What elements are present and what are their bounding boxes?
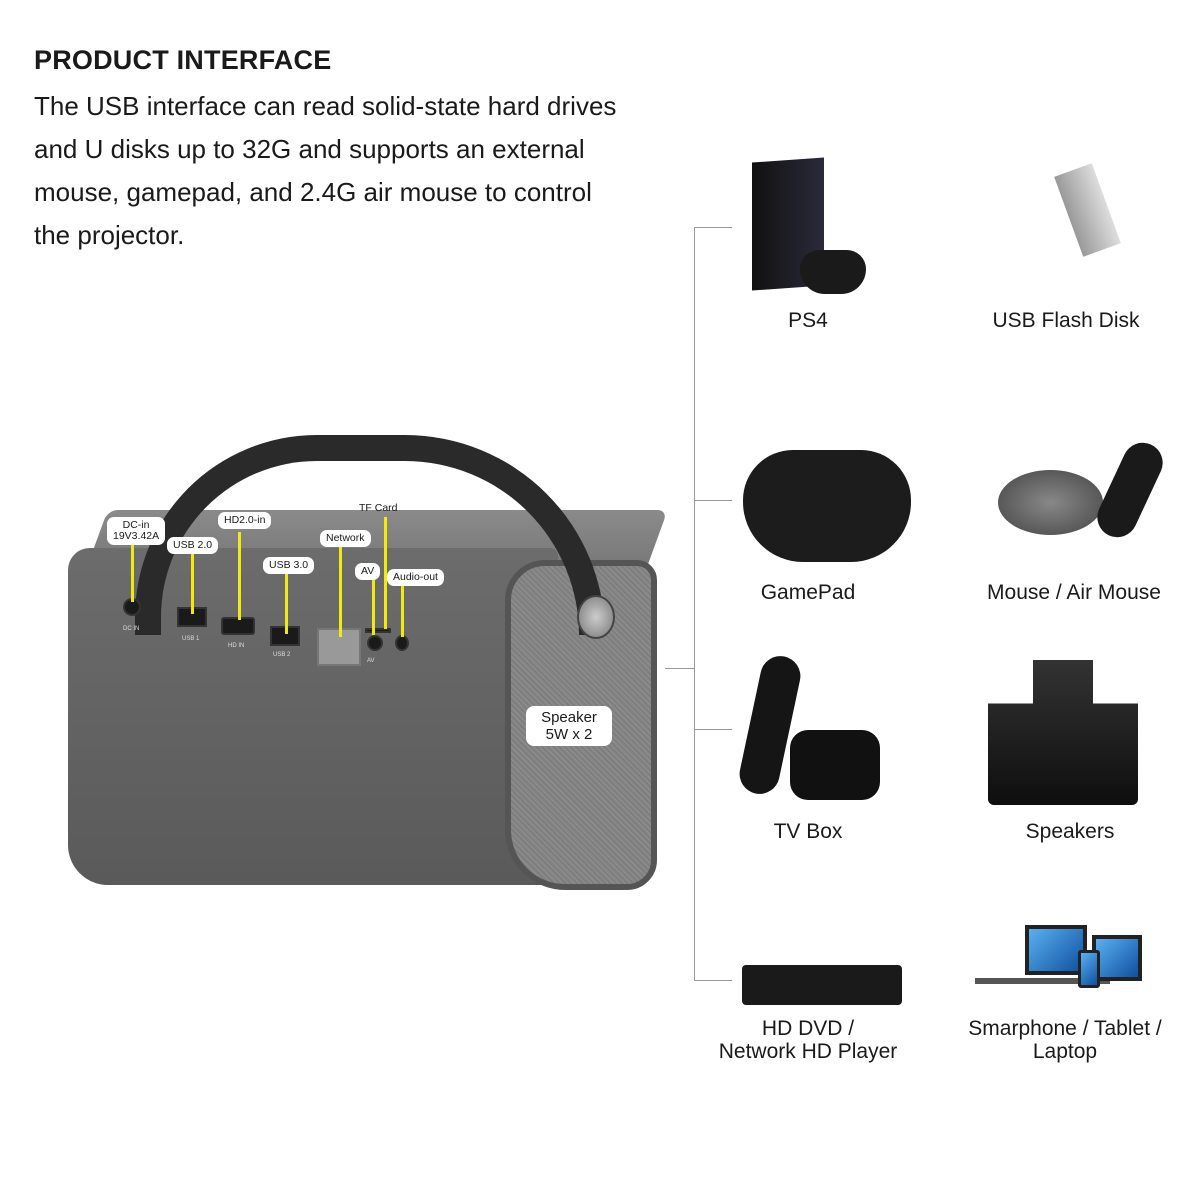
gamepad-icon: [743, 450, 911, 562]
bracket-tick: [694, 729, 732, 730]
dvd-player-icon: [742, 965, 902, 1005]
av-port: [367, 635, 383, 651]
device-label-tv-box: TV Box: [773, 820, 843, 843]
handle-knob: [577, 595, 615, 639]
description: The USB interface can read solid-state h…: [34, 91, 617, 250]
device-label-dvd-player: HD DVD / Network HD Player: [718, 1017, 898, 1063]
smartphone-icon: [1078, 950, 1100, 988]
mouse-icon: [998, 470, 1103, 535]
laptop-base-icon: [975, 978, 1110, 984]
audio-port: [395, 635, 409, 651]
air-mouse-icon: [1090, 436, 1170, 544]
label-tf-card: TF Card: [359, 502, 398, 514]
device-label-usb-flash-disk: USB Flash Disk: [992, 309, 1140, 332]
connector-line: [665, 668, 695, 669]
callout-line: [131, 542, 134, 602]
label-network: Network: [320, 530, 371, 547]
label-audio-out: Audio-out: [387, 569, 444, 586]
av-print: AV: [367, 658, 375, 664]
callout-line: [401, 582, 404, 637]
bracket-line: [694, 227, 695, 981]
label-dc-in: DC-in 19V3.42A: [107, 517, 166, 545]
callout-line: [372, 580, 375, 635]
speaker-label-spec: 5W x 2: [545, 726, 593, 743]
device-label-speakers: Speakers: [1025, 820, 1115, 843]
bracket-tick: [694, 500, 732, 501]
usb2-print: USB 2: [273, 652, 291, 658]
device-label-gamepad: GamePad: [760, 581, 856, 604]
projector-illustration: DC IN USB 1 HD IN USB 2 AV DC-in 19V3.42…: [65, 430, 668, 900]
label-hdmi: HD2.0-in: [218, 512, 272, 529]
heading: PRODUCT INTERFACE: [34, 45, 332, 75]
speaker-label: Speaker 5W x 2: [526, 706, 612, 746]
hd-print: HD IN: [228, 643, 245, 649]
callout-line: [339, 547, 342, 637]
callout-line: [238, 532, 241, 620]
speaker-label-title: Speaker: [541, 709, 597, 726]
device-label-smartphone-tablet-laptop: Smarphone / Tablet / Laptop: [968, 1017, 1162, 1063]
tf-slot: [365, 628, 391, 633]
label-usb3: USB 3.0: [263, 557, 315, 574]
bracket-tick: [694, 227, 732, 228]
device-label-ps4: PS4: [788, 309, 828, 332]
callout-line: [191, 552, 194, 614]
device-label-mouse: Mouse / Air Mouse: [987, 581, 1161, 604]
bracket-tick: [694, 980, 732, 981]
usb1-print: USB 1: [182, 636, 200, 642]
tv-box-icon: [790, 730, 880, 800]
dc-print: DC IN: [123, 626, 140, 632]
usb-flash-disk-icon: [1054, 163, 1121, 257]
callout-line: [384, 517, 387, 629]
ps4-controller-icon: [800, 250, 866, 294]
label-usb2: USB 2.0: [167, 537, 219, 554]
label-av: AV: [355, 563, 381, 580]
callout-line: [285, 574, 288, 634]
tablet-icon: [1092, 935, 1142, 981]
speakers-icon: [988, 660, 1138, 805]
